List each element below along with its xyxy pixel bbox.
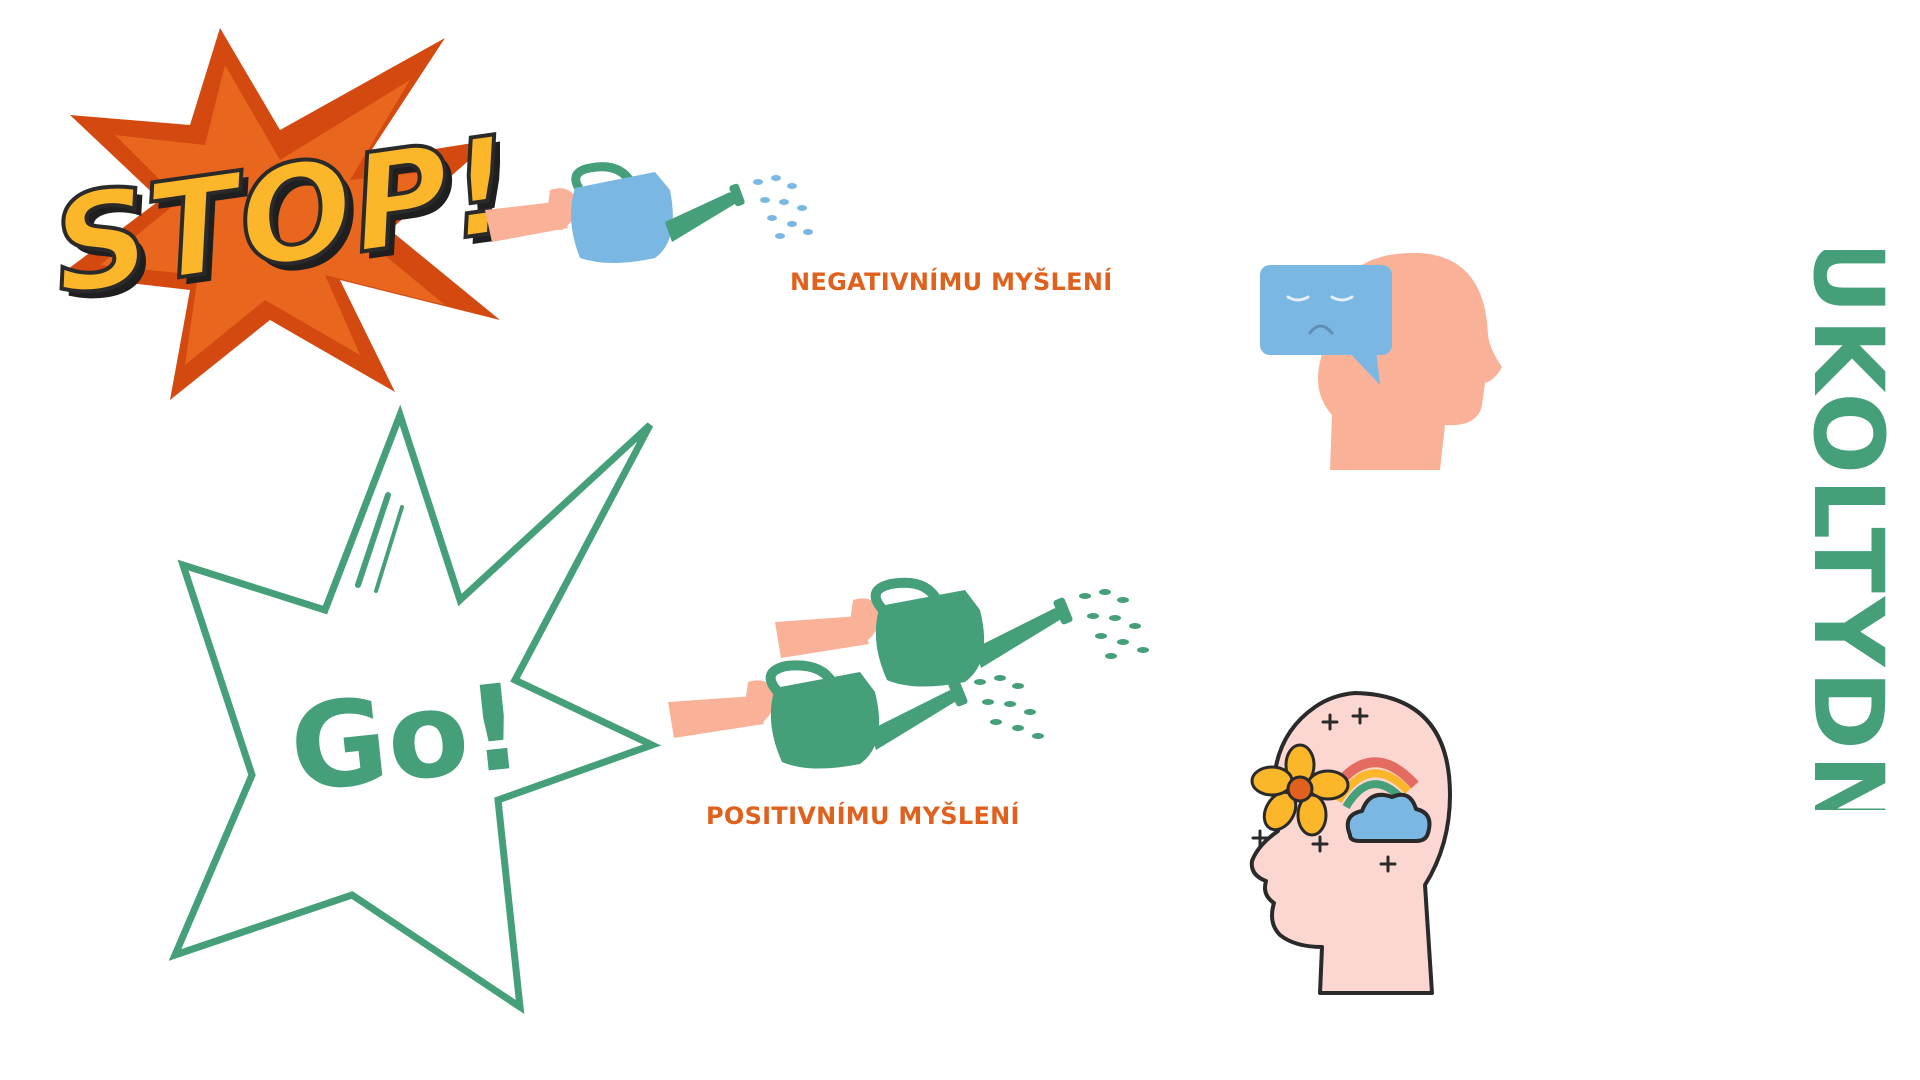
watering-can-icon bbox=[480, 150, 820, 275]
positive-thinking-caption: POSITIVNÍMU MYŠLENÍ bbox=[706, 802, 1020, 830]
head-happy-mind-icon bbox=[1220, 685, 1470, 1005]
head-sad-thought-icon bbox=[1250, 245, 1510, 475]
negative-thinking-caption: NEGATIVNÍMU MYŠLENÍ bbox=[790, 268, 1113, 296]
stop-burst-icon bbox=[40, 20, 510, 400]
watering-can-icon bbox=[660, 660, 1060, 785]
watering-can-icon bbox=[765, 570, 1165, 695]
go-text: Go! bbox=[284, 657, 510, 805]
stop-label: STOP! STOP! bbox=[50, 120, 500, 300]
go-label: Go! bbox=[280, 655, 510, 805]
go-star-burst-icon bbox=[160, 395, 680, 1025]
hashtag-label: #UKOLTYDNE bbox=[1715, 250, 1915, 810]
stop-text: STOP! bbox=[50, 120, 500, 300]
hashtag-text: #UKOLTYDNE bbox=[1792, 250, 1904, 810]
